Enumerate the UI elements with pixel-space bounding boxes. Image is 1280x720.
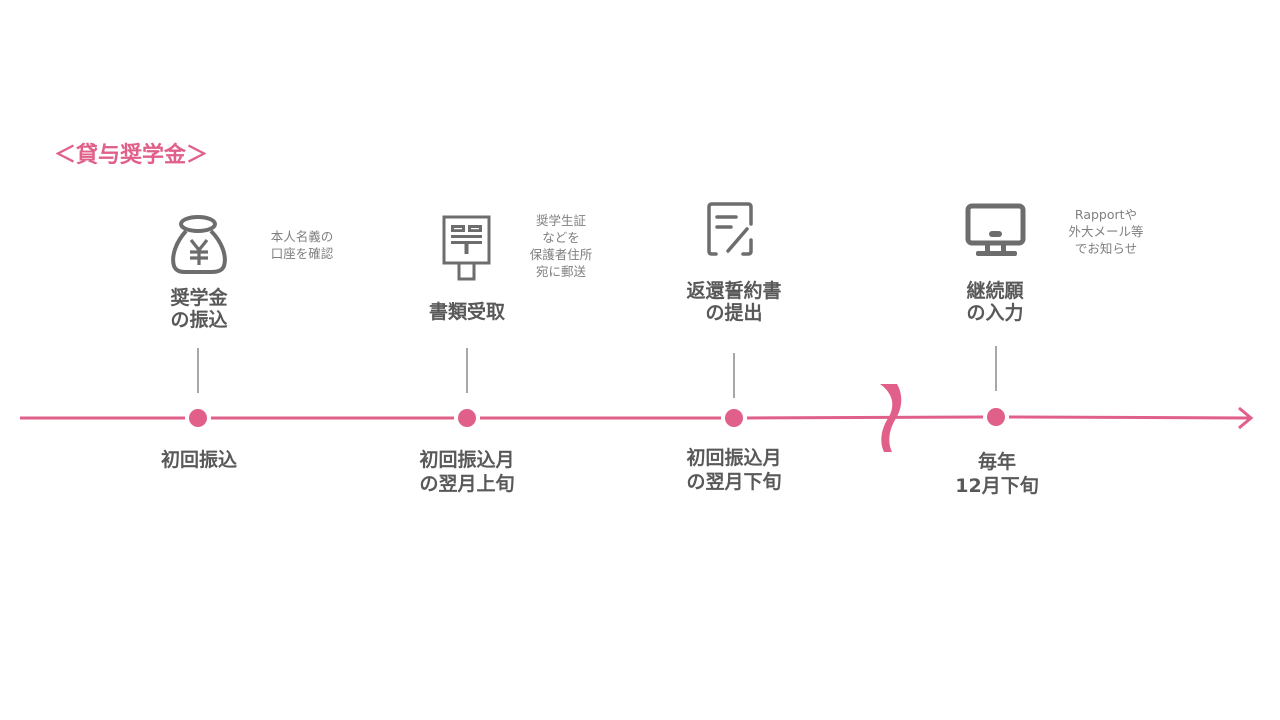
step-1-time: 初回振込 — [161, 448, 237, 472]
timeline-dot-3 — [725, 409, 743, 427]
mailbox-post-icon — [442, 215, 491, 281]
step-1-title-line-2: の振込 — [170, 309, 228, 331]
timeline-dot-4 — [987, 408, 1005, 426]
step-3-time-line-1: 初回振込月 — [686, 447, 782, 469]
step-2-title: 書類受取 — [429, 301, 505, 323]
step-1-title-line-1: 奨学金 — [170, 287, 228, 309]
wave-break-icon — [880, 384, 902, 452]
step-2-note-line-2: などを — [542, 230, 580, 245]
step-4-title-line-2: の入力 — [966, 302, 1024, 324]
section-title: ＜貸与奨学金＞ — [54, 143, 209, 168]
step-4-note-line-3: でお知らせ — [1074, 241, 1138, 256]
timeline-line — [20, 415, 1251, 420]
step-3-time-line-2: の翌月下旬 — [686, 471, 782, 493]
step-2-note-line-4: 宛に郵送 — [535, 264, 587, 279]
step-1-note-line-2: 口座を確認 — [270, 246, 334, 261]
computer-monitor-icon — [965, 203, 1026, 256]
step-1-time-line-1: 初回振込 — [160, 449, 238, 471]
step-4-title-line-1: 継続願 — [966, 280, 1024, 302]
timeline-dot-2 — [458, 409, 476, 427]
step-2-time-line-1: 初回振込月 — [419, 449, 515, 471]
step-3-title: 返還誓約書 の提出 — [686, 280, 781, 324]
yen-money-bag-icon — [171, 215, 227, 274]
step-1-note-line-1: 本人名義の — [270, 229, 334, 244]
arrow-head-icon — [1238, 406, 1254, 430]
step-3-time: 初回振込月 の翌月下旬 — [686, 446, 781, 494]
step-4-title: 継続願 の入力 — [966, 280, 1023, 324]
step-2-note: 奨学生証 などを 保護者住所 宛に郵送 — [530, 212, 593, 280]
step-1-note: 本人名義の 口座を確認 — [271, 228, 334, 262]
timeline-dot-1 — [189, 409, 207, 427]
step-4-note: Rapportや 外大メール等 でお知らせ — [1068, 206, 1143, 257]
step-2-title-line-1: 書類受取 — [428, 301, 506, 323]
step-3-title-line-1: 返還誓約書 — [686, 280, 782, 302]
step-4-note-line-2: 外大メール等 — [1068, 224, 1144, 239]
step-4-time-line-1: 毎年 — [977, 451, 1017, 473]
step-2-time: 初回振込月 の翌月上旬 — [419, 448, 514, 496]
step-4-time: 毎年 12月下旬 — [955, 450, 1038, 498]
step-2-time-line-2: の翌月上旬 — [419, 473, 515, 495]
step-3-title-line-2: の提出 — [705, 302, 763, 324]
step-2-note-line-1: 奨学生証 — [535, 213, 587, 228]
step-4-time-line-2: 12月下旬 — [955, 475, 1039, 497]
document-edit-icon — [707, 202, 753, 256]
step-1-title: 奨学金 の振込 — [170, 287, 227, 331]
step-2-note-line-3: 保護者住所 — [529, 247, 593, 262]
step-4-note-line-1: Rapportや — [1074, 207, 1138, 222]
